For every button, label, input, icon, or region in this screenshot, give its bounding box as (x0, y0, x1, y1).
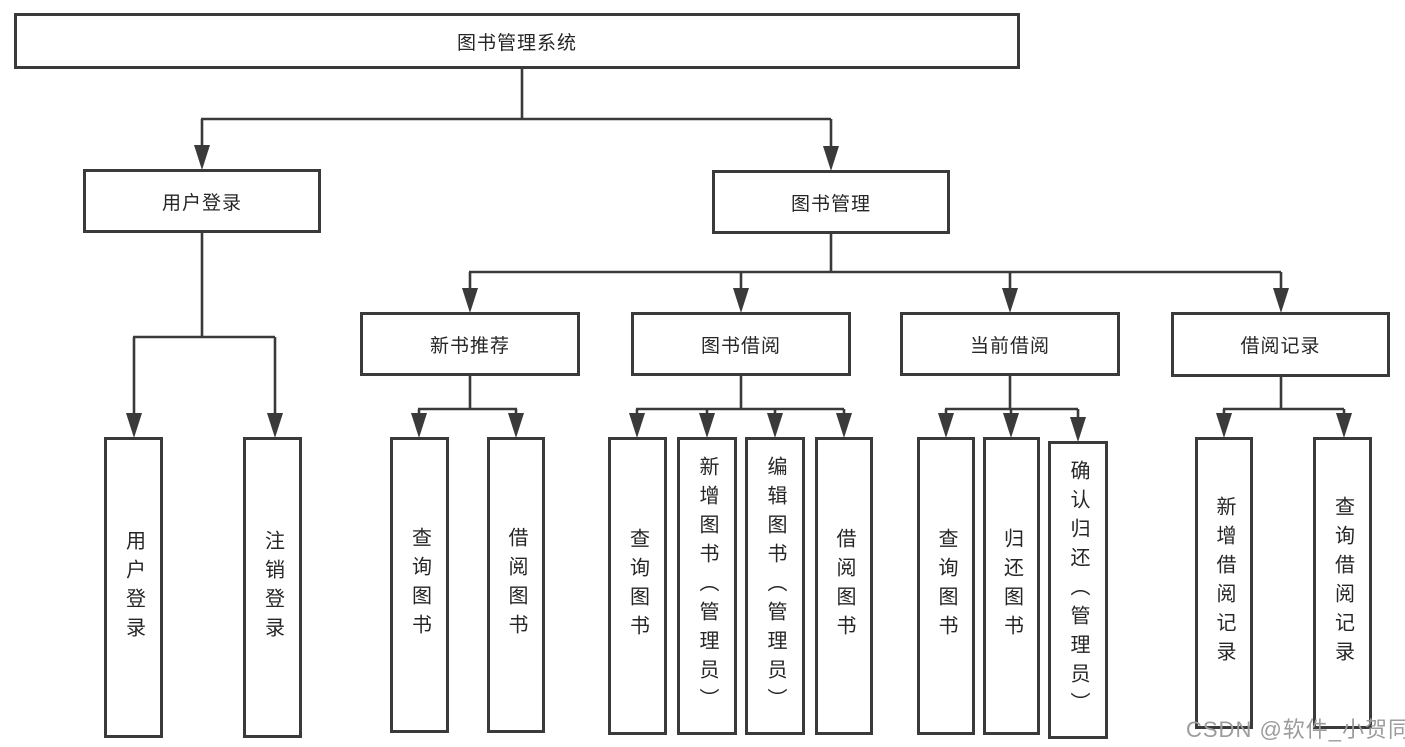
leaf-borrow-books-2: 借阅图书 (815, 437, 873, 735)
node-label: 新增图书（管理员） (696, 455, 718, 717)
node-label: 借阅图书 (833, 528, 855, 644)
leaf-return-books: 归还图书 (983, 437, 1040, 735)
node-borrowing-records: 借阅记录 (1171, 312, 1390, 377)
node-label: 确认归还（管理员） (1067, 459, 1089, 721)
leaf-query-books-3: 查询图书 (917, 437, 975, 735)
node-label: 借阅记录 (1240, 336, 1321, 357)
node-label: 图书管理 (790, 193, 871, 215)
node-label: 借阅图书 (505, 527, 527, 643)
node-book-borrowing: 图书借阅 (631, 312, 851, 376)
leaf-add-borrow-record: 新增借阅记录 (1195, 437, 1253, 729)
leaf-borrow-books-1: 借阅图书 (487, 437, 545, 733)
node-label: 归还图书 (1000, 528, 1023, 644)
leaf-query-borrow-record: 查询借阅记录 (1313, 437, 1372, 729)
node-label: 查询图书 (935, 528, 957, 644)
csdn-watermark: CSDN @软件_小贺同学 (1186, 717, 1405, 742)
leaf-query-books-2: 查询图书 (608, 437, 667, 735)
node-label: 查询图书 (408, 527, 431, 643)
node-label: 图书借阅 (700, 335, 781, 357)
node-label: 编辑图书（管理员） (764, 455, 786, 717)
node-current-borrowing: 当前借阅 (900, 312, 1120, 376)
node-label: 查询图书 (626, 528, 649, 644)
leaf-user-login: 用户登录 (104, 437, 163, 738)
node-label: 当前借阅 (969, 335, 1050, 357)
node-label: 用户登录 (161, 192, 242, 214)
leaf-logout: 注销登录 (243, 437, 302, 738)
node-label: 用户登录 (122, 529, 145, 646)
node-label: 新书推荐 (429, 335, 510, 357)
leaf-add-books-admin: 新增图书（管理员） (677, 437, 737, 735)
node-user-login-branch: 用户登录 (83, 169, 321, 233)
node-new-book-recommend: 新书推荐 (360, 312, 580, 376)
node-label: 注销登录 (261, 529, 284, 646)
leaf-query-books-1: 查询图书 (390, 437, 449, 733)
leaf-confirm-return-admin: 确认归还（管理员） (1048, 441, 1108, 739)
node-label: 查询借阅记录 (1331, 496, 1354, 670)
node-label: 图书管理系统 (456, 32, 577, 54)
node-library-management-system: 图书管理系统 (14, 13, 1020, 69)
node-label: 新增借阅记录 (1213, 496, 1235, 670)
leaf-edit-books-admin: 编辑图书（管理员） (745, 437, 805, 735)
node-book-management-branch: 图书管理 (712, 170, 950, 234)
